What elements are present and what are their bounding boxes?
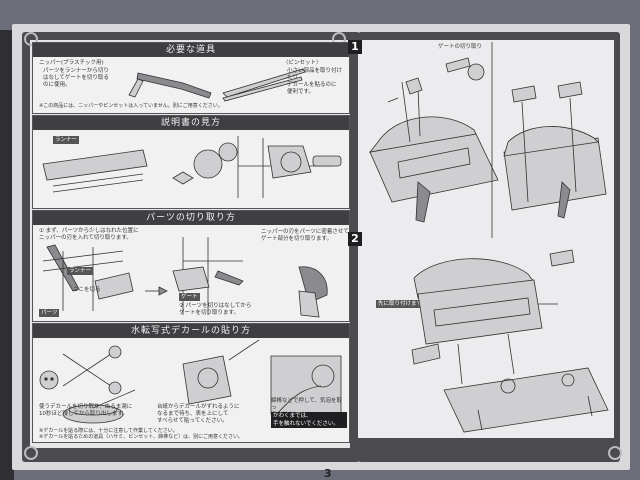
corner-ornament xyxy=(608,446,622,460)
tweezers-label: 〈ピンセット〉 xyxy=(283,60,322,66)
booklet-spine xyxy=(0,30,14,480)
manual-runner-tag: ランナー xyxy=(53,136,80,144)
arrow-icon xyxy=(158,286,168,296)
cutting-title: パーツの切り取り方 xyxy=(33,211,349,225)
skull-decal-icon xyxy=(39,370,59,390)
cutting-runner-tag: ランナー xyxy=(67,267,94,275)
nipper-desc: パーツをランナーから切り はなしてゲートを切り取る のに使用。 xyxy=(43,68,109,88)
tweezers-icon xyxy=(222,68,306,102)
tweezers-desc: 小さい部品を取り付けたり デカールを貼るのに 便利です。 xyxy=(287,68,343,95)
step-1-callout: ゲートの切り取り xyxy=(438,44,483,50)
nipper-icon xyxy=(128,72,212,99)
step-2-callout: 先に取り付けます xyxy=(376,300,424,308)
cutting-illustration xyxy=(42,237,328,318)
decal-step2: 台紙からデカールがずれるように なるまで待ち、表を上にして すべらせて貼ってくだ… xyxy=(157,404,240,424)
instruction-page: 必要な道具 ニッパー(プラスチック用) パーツをランナーから切り はなしてゲート… xyxy=(12,24,630,480)
cutting-step1: ① まず、パーツから少しはなれた位置に ニッパーの刃を入れて切り取ります。 xyxy=(39,228,139,241)
runner-frame-shape xyxy=(42,149,148,181)
cutting-section: パーツの切り取り方 ① まず、パーツから少しはなれた位置に ニッパーの刃を入れて… xyxy=(32,210,350,322)
corner-ornament xyxy=(24,32,38,46)
scissors-icon xyxy=(62,345,122,395)
cutting-gate-tag: ゲート xyxy=(179,293,200,301)
step-2-illustration xyxy=(411,249,609,433)
step-1-illustration xyxy=(369,42,607,238)
decal-warning: かわくまでは、 手を触れないでください。 xyxy=(271,412,347,428)
corner-ornament xyxy=(24,446,38,460)
manual-illustration xyxy=(42,136,342,198)
part-circle xyxy=(193,149,223,179)
tools-title: 必要な道具 xyxy=(33,43,349,57)
decal-title: 水転写式デカールの貼り方 xyxy=(33,324,349,338)
decal-footnote-1: ※デカールを貼る際には、十分に注意して作業してください。 xyxy=(39,428,178,434)
cut-here-label: ここを切る xyxy=(73,287,101,293)
blade-shape xyxy=(298,266,328,304)
cutting-part-tag: パーツ xyxy=(39,309,60,317)
display-base-shape xyxy=(443,367,609,433)
manual-section: 説明書の見方 ランナー xyxy=(32,115,350,209)
page-number: 3 xyxy=(324,467,332,480)
step-1-number: 1 xyxy=(348,40,362,54)
decal-illustration xyxy=(39,339,342,424)
cutting-step3: ニッパーの刃をパーツに密着させて ゲート部分を切り取ります。 xyxy=(261,229,349,242)
manual-title: 説明書の見方 xyxy=(33,116,349,130)
nipper-label: ニッパー(プラスチック用) xyxy=(39,60,104,66)
cutting-step2: ② パーツを切りはなしてから ゲートを切り取ります。 xyxy=(179,303,252,316)
step-2-number: 2 xyxy=(348,232,362,246)
decal-step1: 使うデカールを切り取り、ぬるま湯に 10秒ほど浸してから取り出します。 xyxy=(39,404,133,417)
decal-section: 水転写式デカールの貼り方 xyxy=(32,323,350,443)
tools-footnote: ※この商品には、ニッパーやピンセットは入っていません。別にご用意ください。 xyxy=(39,103,223,109)
decal-footnote-2: ※デカールを貼るための道具（ハサミ、ピンセット、綿棒など）は、別にご用意ください… xyxy=(39,434,243,440)
tools-illustration xyxy=(128,68,306,102)
tools-section: 必要な道具 ニッパー(プラスチック用) パーツをランナーから切り はなしてゲート… xyxy=(32,42,350,114)
